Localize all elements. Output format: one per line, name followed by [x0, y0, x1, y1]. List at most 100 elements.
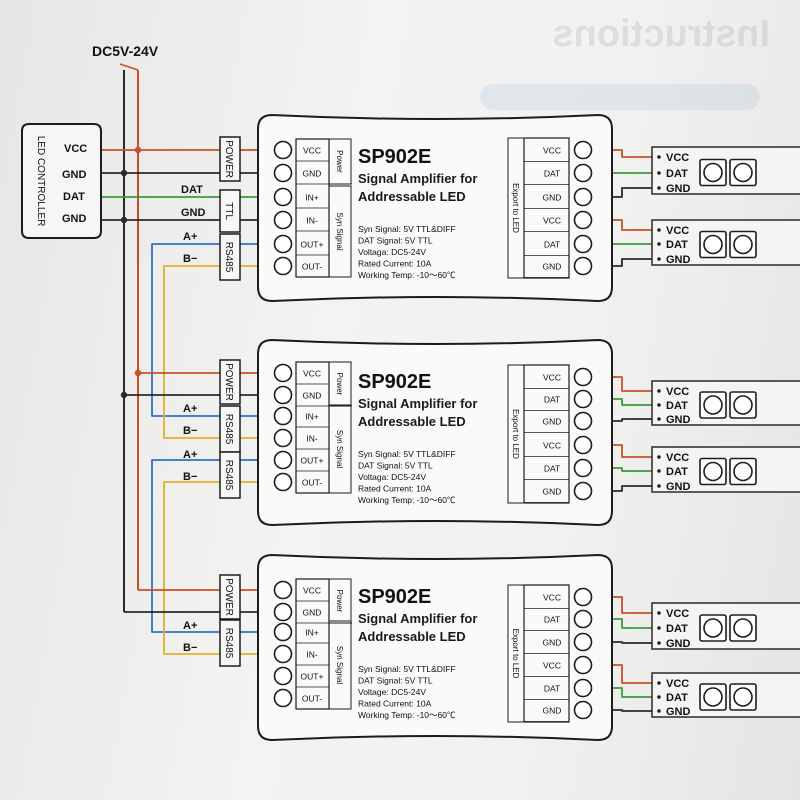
- supply-voltage-label: DC5V-24V: [92, 43, 159, 59]
- input-pin-label: IN-: [306, 216, 318, 226]
- vcc-bus-top: [119, 63, 139, 71]
- tag-power-3: POWER: [219, 574, 241, 620]
- input-pin-label: IN-: [306, 650, 318, 660]
- spec-line: DAT Signal: 5V TTL: [358, 676, 433, 686]
- input-pin-label: GND: [303, 169, 322, 179]
- strip-pin-label: DAT: [666, 168, 688, 180]
- output-pin-label: DAT: [544, 240, 560, 250]
- export-group-box: [507, 364, 525, 504]
- b-minus-label-2: B−: [183, 425, 197, 437]
- gnd-junction-2: [120, 216, 128, 224]
- power-group-label: Power: [335, 373, 344, 396]
- strip-pin-label: DAT: [666, 400, 688, 412]
- spec-line: DAT Signal: 5V TTL: [358, 461, 433, 471]
- output-screw-terminal: [573, 389, 593, 409]
- led-lens: [703, 687, 723, 707]
- tag-rs485-2: RS485: [219, 405, 241, 453]
- input-pin-label: IN+: [305, 628, 319, 638]
- spec-line: Working Temp: -10～60℃: [358, 270, 456, 280]
- a-plus-wire-1: [151, 243, 282, 417]
- b-minus-label-4: B−: [183, 642, 197, 654]
- input-pin-label: OUT+: [301, 456, 324, 466]
- spec-line: Syn Signal: 5V TTL&DIFF: [358, 449, 456, 459]
- input-pin-label: OUT-: [302, 262, 322, 272]
- output-screw-terminal: [573, 140, 593, 160]
- strip-pin-label: GND: [666, 638, 691, 650]
- input-screw-terminal: [273, 210, 293, 230]
- strip-pad: [657, 455, 661, 459]
- svg-text:RS485: RS485: [223, 242, 234, 273]
- led-controller: LED CONTROLLER VCC GND DAT GND: [21, 123, 102, 239]
- output-pin-label: DAT: [544, 395, 560, 405]
- input-screw-terminal: [273, 234, 293, 254]
- input-screw-terminal: [273, 602, 293, 622]
- controller-pin-gnd: GND: [62, 169, 87, 181]
- input-screw-terminal: [273, 163, 293, 183]
- output-screw-terminal: [573, 435, 593, 455]
- signal-group-label: Syn Signal: [335, 212, 344, 250]
- amplifier-model: SP902E: [358, 371, 431, 393]
- amplifier-model: SP902E: [358, 146, 431, 168]
- spec-line: Rated Current: 10A: [358, 484, 432, 494]
- gnd-wire-label: GND: [181, 207, 206, 219]
- input-screw-terminal: [273, 580, 293, 600]
- strip-pad: [657, 695, 661, 699]
- svg-text:POWER: POWER: [223, 578, 234, 616]
- a-plus-label-1: A+: [183, 231, 197, 243]
- output-screw-terminal: [573, 632, 593, 652]
- strip-pad: [657, 626, 661, 630]
- output-pin-label: VCC: [543, 216, 561, 226]
- controller-title: LED CONTROLLER: [35, 136, 46, 227]
- strip-pad: [657, 228, 661, 232]
- amplifier-model: SP902E: [358, 586, 431, 608]
- input-pin-label: GND: [303, 391, 322, 401]
- controller-pin-vcc: VCC: [64, 143, 87, 155]
- output-pin-label: VCC: [543, 441, 561, 451]
- mirrored-banner: [480, 84, 760, 110]
- amplifier-subtitle-2: Addressable LED: [358, 414, 466, 429]
- led-lens: [703, 618, 723, 638]
- input-screw-terminal: [273, 385, 293, 405]
- a-plus-wire-2: [151, 459, 282, 633]
- strip-pad: [657, 257, 661, 261]
- led-lens: [733, 618, 753, 638]
- output-pin-label: GND: [543, 193, 562, 203]
- output-screw-terminal: [573, 655, 593, 675]
- strip-pad: [657, 709, 661, 713]
- spec-line: Rated Current: 10A: [358, 259, 432, 269]
- signal-group-label: Syn Signal: [335, 430, 344, 468]
- input-screw-terminal: [273, 428, 293, 448]
- tag-rs485-4: RS485: [219, 619, 241, 667]
- spec-line: Voltaga: DC5-24V: [358, 472, 426, 482]
- a-plus-label-4: A+: [183, 620, 197, 632]
- strip-pin-label: DAT: [666, 692, 688, 704]
- strip-pin-label: VCC: [666, 386, 689, 398]
- strip-pad: [657, 403, 661, 407]
- tag-ttl: TTL: [219, 189, 241, 233]
- input-pin-label: IN+: [305, 193, 319, 203]
- power-group-label: Power: [335, 150, 344, 173]
- strip-pad: [657, 389, 661, 393]
- vcc-junction-1: [134, 146, 142, 154]
- led-lens: [733, 687, 753, 707]
- strip-pin-label: DAT: [666, 466, 688, 478]
- controller-body: [21, 123, 102, 239]
- output-pin-label: DAT: [544, 684, 560, 694]
- strip-pin-label: GND: [666, 706, 691, 718]
- spec-line: Voltage: DC5-24V: [358, 687, 426, 697]
- output-screw-terminal: [573, 700, 593, 720]
- output-pin-label: GND: [543, 262, 562, 272]
- output-pin-label: VCC: [543, 146, 561, 156]
- led-lens: [703, 234, 723, 255]
- spec-line: DAT Signal: 5V TTL: [358, 236, 433, 246]
- strip-pad: [657, 681, 661, 685]
- strip-pin-label: DAT: [666, 239, 688, 251]
- led-lens: [733, 461, 753, 482]
- strip-pad: [657, 155, 661, 159]
- signal-group-label: Syn Signal: [335, 646, 344, 684]
- output-screw-terminal: [573, 458, 593, 478]
